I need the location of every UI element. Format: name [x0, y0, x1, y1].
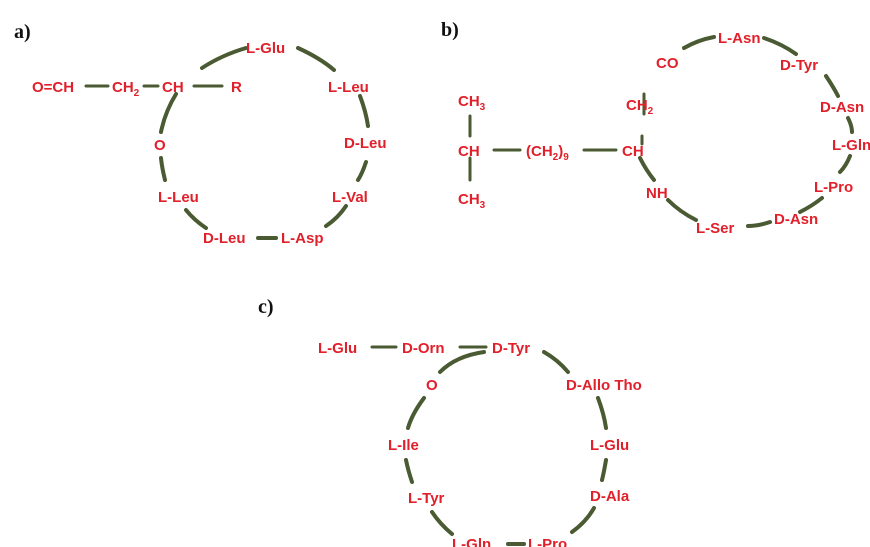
- ring-c-bond: [542, 350, 570, 374]
- ring-c-bond: [438, 350, 486, 374]
- ring-a-bond: [356, 160, 368, 182]
- panel-c-label: c): [258, 296, 274, 318]
- tail-b-ring-methine: CH: [622, 143, 644, 160]
- ring-c-residue: L-Tyr: [408, 490, 445, 507]
- tail-b-methyl: CH3: [458, 191, 486, 211]
- chain-a-r-group: R: [231, 79, 242, 96]
- panel-b: b) CH3 CH CH3 (CH2)9 CH CO L-Asn D-Tyr D…: [441, 19, 870, 237]
- panel-c: c) L-Glu D-Orn D-Tyr D-Allo Tho L-Glu D-…: [258, 296, 642, 547]
- ring-a-bond: [159, 92, 178, 134]
- ring-a-residue: L-Asp: [281, 230, 324, 247]
- ring-c-residue: D-Allo Tho: [566, 377, 642, 394]
- ring-a-ester-oxygen: O: [154, 137, 166, 154]
- ring-b-residue: L-Ser: [696, 220, 735, 237]
- ring-a-bond: [184, 208, 208, 230]
- tail-b-alkyl-chain: (CH2)9: [526, 143, 569, 163]
- ring-c-residue: L-Gln: [452, 536, 491, 547]
- ring-c-bond: [406, 396, 426, 430]
- panel-a-label: a): [14, 21, 31, 43]
- chain-a-methine: CH: [162, 79, 184, 96]
- ring-c-bond: [570, 506, 596, 534]
- panel-a: a) O=CH CH2 CH R L-Glu L-Leu D-Leu L-Val…: [14, 21, 387, 247]
- ring-c-residue: D-Tyr: [492, 340, 530, 357]
- ring-a-residue: L-Glu: [246, 40, 285, 57]
- tail-b-methyl: CH3: [458, 93, 486, 113]
- ring-b-methylene: CH2: [626, 97, 654, 117]
- ring-c-bond: [430, 510, 454, 536]
- ring-a-residue: L-Val: [332, 189, 368, 206]
- ring-b-bond: [682, 35, 716, 50]
- ring-c-bond: [600, 458, 608, 482]
- ring-b-amine: NH: [646, 185, 668, 202]
- panel-b-label: b): [441, 19, 459, 41]
- chain-c-residue: D-Orn: [402, 340, 445, 357]
- ring-b-residue: D-Asn: [820, 99, 864, 116]
- ring-b-bond: [824, 74, 840, 98]
- tail-b-methine: CH: [458, 143, 480, 160]
- ring-b-carbonyl: CO: [656, 55, 679, 72]
- ring-b-bond: [666, 198, 698, 222]
- ring-b-residue: D-Asn: [774, 211, 818, 228]
- chain-a-aldehyde: O=CH: [32, 79, 74, 96]
- ring-b-residue: L-Gln: [832, 137, 870, 154]
- ring-a-bond: [159, 156, 167, 182]
- ring-b-residue: L-Asn: [718, 30, 761, 47]
- chain-a-methylene: CH2: [112, 79, 140, 99]
- ring-b-bond: [838, 154, 852, 174]
- ring-b-bond: [638, 156, 656, 182]
- ring-a-bond: [200, 46, 248, 70]
- ring-b-residue: L-Pro: [814, 179, 853, 196]
- ring-a-residue: D-Leu: [344, 135, 387, 152]
- ring-a-residue: D-Leu: [203, 230, 246, 247]
- ring-c-bond: [404, 458, 414, 484]
- ring-c-residue: L-Glu: [590, 437, 629, 454]
- ring-b-bond: [746, 220, 772, 228]
- ring-c-bond: [596, 396, 608, 430]
- ring-c-residue: L-Pro: [528, 536, 567, 547]
- ring-b-bond: [798, 196, 824, 214]
- ring-c-residue: L-Ile: [388, 437, 419, 454]
- chain-c-residue: L-Glu: [318, 340, 357, 357]
- ring-c-residue: D-Ala: [590, 488, 630, 505]
- ring-a-bond: [296, 46, 336, 72]
- ring-a-bond: [358, 94, 370, 128]
- ring-b-bond: [846, 116, 854, 134]
- ring-c-ester-oxygen: O: [426, 377, 438, 394]
- ring-a-residue: L-Leu: [328, 79, 369, 96]
- ring-a-residue: L-Leu: [158, 189, 199, 206]
- ring-b-residue: D-Tyr: [780, 57, 818, 74]
- ring-a-bond: [324, 204, 348, 228]
- ring-b-bond: [762, 36, 798, 56]
